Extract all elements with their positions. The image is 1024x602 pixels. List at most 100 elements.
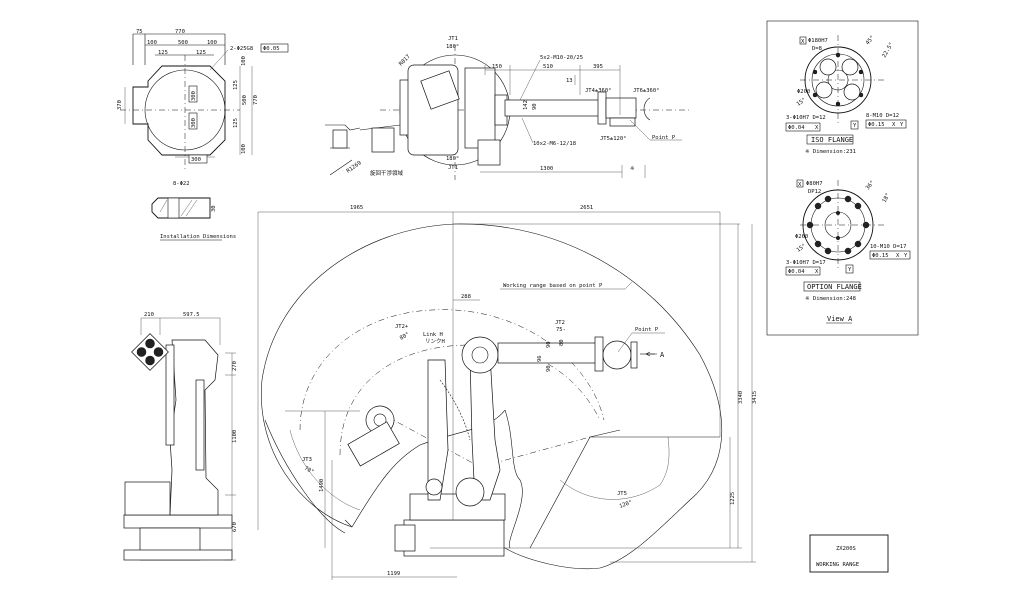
dim-125-r-bottom: 125 xyxy=(233,118,239,128)
bolt-note-1: 5x2-M10-20/25 xyxy=(540,55,583,61)
side-dim-1100: 1100 xyxy=(232,430,238,443)
point-p-top: Point P xyxy=(652,135,676,141)
dim-300-bottom: 300 xyxy=(191,157,201,163)
dim-395: 395 xyxy=(593,64,603,70)
iso-flange: X Φ180H7 D=8 45° 22.5° Φ200 15° 3-Φ10H7 … xyxy=(785,35,907,155)
side-dim-210: 210 xyxy=(144,312,154,318)
jt6-label: JT6±360° xyxy=(633,88,660,94)
option-flange-caption: OPTION FLANGE xyxy=(807,283,862,291)
jt2-plus-angle: 80° xyxy=(399,332,411,342)
jt2-plus-label: JT2+ xyxy=(395,324,409,330)
interference-label: 旋回干渉領域 xyxy=(370,169,404,177)
jt5-angle: 120° xyxy=(619,500,634,510)
jt2-minus-angle: 75- xyxy=(556,327,566,333)
arm-dim-96: 96 xyxy=(537,355,543,362)
working-range-envelope xyxy=(260,223,723,570)
dim-3415: 3415 xyxy=(752,391,758,404)
iso-flange-caption: ISO FLANGE xyxy=(811,136,853,144)
hole-note: 2-Φ25G8 xyxy=(230,46,253,52)
iso-angle-3: 15° xyxy=(796,97,808,108)
link-h-label: Link H xyxy=(423,332,443,338)
arm-dim-90-a: 90 xyxy=(546,341,552,348)
arm-dim-80: 80 xyxy=(559,339,565,346)
dim-142: 142 xyxy=(523,100,529,110)
dim-1490: 1490 xyxy=(319,479,325,492)
base-plan-view: 75 770 100 500 100 125 125 370 100 125 5… xyxy=(117,29,289,241)
opt-bore-depth: DP12 xyxy=(808,189,821,195)
dim-90: 90 xyxy=(532,103,538,110)
r817-label: R817 xyxy=(398,54,412,68)
section-hole-note: 8-Φ22 xyxy=(173,181,190,187)
side-dim-670: 670 xyxy=(232,522,238,532)
dim-370: 370 xyxy=(117,100,123,110)
opt-angle-1: 36° xyxy=(865,180,876,191)
jt3-label: JT3 xyxy=(302,457,312,463)
dim-300-lower: 300 xyxy=(191,118,197,128)
dim-500-right: 500 xyxy=(242,95,248,105)
jt4-label: JT4±360° xyxy=(585,88,612,94)
side-dim-270: 270 xyxy=(232,361,238,371)
dim-510: 510 xyxy=(543,64,553,70)
jt5-label: JT5 xyxy=(617,491,627,497)
dim-125-left: 125 xyxy=(158,50,168,56)
opt-pin-tol-ref: X xyxy=(815,269,819,275)
opt-tap-ref-x: X xyxy=(896,253,900,259)
dim-770-right: 770 xyxy=(253,95,259,105)
drawing-title: WORKING RANGE xyxy=(816,562,859,568)
dim-1300: 1300 xyxy=(540,166,553,172)
dim-100-r-top: 100 xyxy=(241,56,247,66)
top-view: JT1 180° R817 5x2-M10-20/25 150 510 395 … xyxy=(325,36,690,180)
working-range-note: Working range based on point P xyxy=(503,283,603,289)
opt-pin-tol: Φ0.04 xyxy=(788,269,805,275)
iso-bore: Φ180H7 xyxy=(808,38,828,44)
iso-tap-ref-x: X xyxy=(892,122,896,128)
jt1-bottom-label: JT1 xyxy=(448,165,458,171)
jt1-top-angle: 180° xyxy=(446,44,459,50)
iso-pin-note: 3-Φ10H7 D=12 xyxy=(786,115,826,121)
dim-100-right: 100 xyxy=(207,40,217,46)
view-a-caption: View A xyxy=(827,315,853,323)
opt-tap-tol: Φ0.15 xyxy=(872,253,889,259)
opt-angle-2: 18° xyxy=(882,192,892,204)
title-block: ZX200S WORKING RANGE xyxy=(809,534,889,573)
iso-tap-ref-y: Y xyxy=(900,122,904,128)
iso-pin-tol-ref: X xyxy=(815,125,819,131)
view-a-panel: X Φ180H7 D=8 45° 22.5° Φ200 15° 3-Φ10H7 … xyxy=(766,20,919,336)
opt-tap-note: 10-M10 D=17 xyxy=(870,244,906,250)
iso-angle-2: 22.5° xyxy=(882,42,895,59)
dim-770-top: 770 xyxy=(175,29,185,35)
opt-pin-note: 3-Φ10H7 D=17 xyxy=(786,260,826,266)
jt5-label: JT5±120° xyxy=(600,136,627,142)
option-flange: X Φ80H7 DP12 36° 18° Φ260 15° 3-Φ10H7 D=… xyxy=(785,179,911,302)
dim-75: 75 xyxy=(136,29,143,35)
iso-angle-1: 45° xyxy=(865,35,876,46)
side-dim-597-5: 597.5 xyxy=(183,312,200,318)
dim-2651: 2651 xyxy=(580,205,593,211)
installation-caption: Installation Dimensions xyxy=(160,234,236,240)
iso-dim-note: ※ Dimension:231 xyxy=(805,148,856,155)
dim-3340: 3340 xyxy=(738,391,744,404)
base-outline xyxy=(132,65,226,156)
dim-150: 150 xyxy=(492,64,502,70)
iso-datum-y: Y xyxy=(853,123,857,129)
opt-angle-3: 15° xyxy=(796,243,808,254)
bolt-note-2: 10x2-M6-12/18 xyxy=(533,141,576,147)
link-h-jp-label: リンクH xyxy=(425,338,445,345)
dim-100-left: 100 xyxy=(147,40,157,46)
iso-tap-note: 8-M10 D=12 xyxy=(866,113,899,119)
dim-13: 13 xyxy=(566,78,573,84)
jt2-minus-label: JT2 xyxy=(555,320,565,326)
dim-500-top: 500 xyxy=(178,40,188,46)
dim-1199: 1199 xyxy=(387,571,400,577)
iso-datum-x: X xyxy=(801,39,805,45)
arm-dim-90-b: 90 xyxy=(546,365,552,372)
dim-125-right: 125 xyxy=(196,50,206,56)
dim-1965: 1965 xyxy=(350,205,363,211)
iso-tap-tol: Φ0.15 xyxy=(868,122,885,128)
iso-bore-depth: D=8 xyxy=(812,46,822,52)
dim-300-upper: 300 xyxy=(191,91,197,101)
dim-288: 288 xyxy=(461,294,471,300)
opt-datum-y: Y xyxy=(848,267,852,273)
robot-base xyxy=(403,519,505,557)
